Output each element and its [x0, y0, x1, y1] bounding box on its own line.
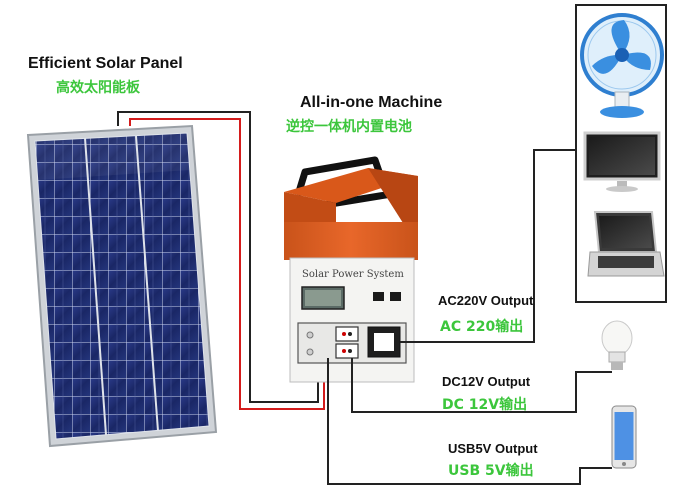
usb-output-label-cn: USB 5V输出 [448, 463, 534, 479]
ac-output-label-cn: AC 220输出 [440, 319, 524, 335]
machine-title-en: All-in-one Machine [300, 94, 443, 111]
solar-panel [26, 124, 218, 448]
output-wires [327, 149, 612, 485]
usb-output-label-en: USB5V Output [448, 441, 538, 456]
monitor-icon [583, 131, 661, 192]
machine-title-cn: 逆控一体机内置电池 [286, 119, 412, 135]
panel-wires [117, 111, 325, 410]
phone-icon [611, 405, 637, 469]
dc-output-label-cn: DC 12V输出 [442, 397, 528, 413]
bulb-icon [601, 320, 633, 370]
panel-title-en: Efficient Solar Panel [28, 55, 183, 72]
all-in-one-machine [284, 156, 418, 383]
laptop-icon [587, 211, 665, 277]
fan-icon [580, 13, 664, 118]
machine-brand-text: Solar Power System [302, 269, 404, 280]
dc-output-label-en: DC12V Output [442, 374, 531, 389]
panel-title-cn: 高效太阳能板 [56, 80, 140, 96]
ac-output-label-en: AC220V Output [438, 293, 534, 308]
